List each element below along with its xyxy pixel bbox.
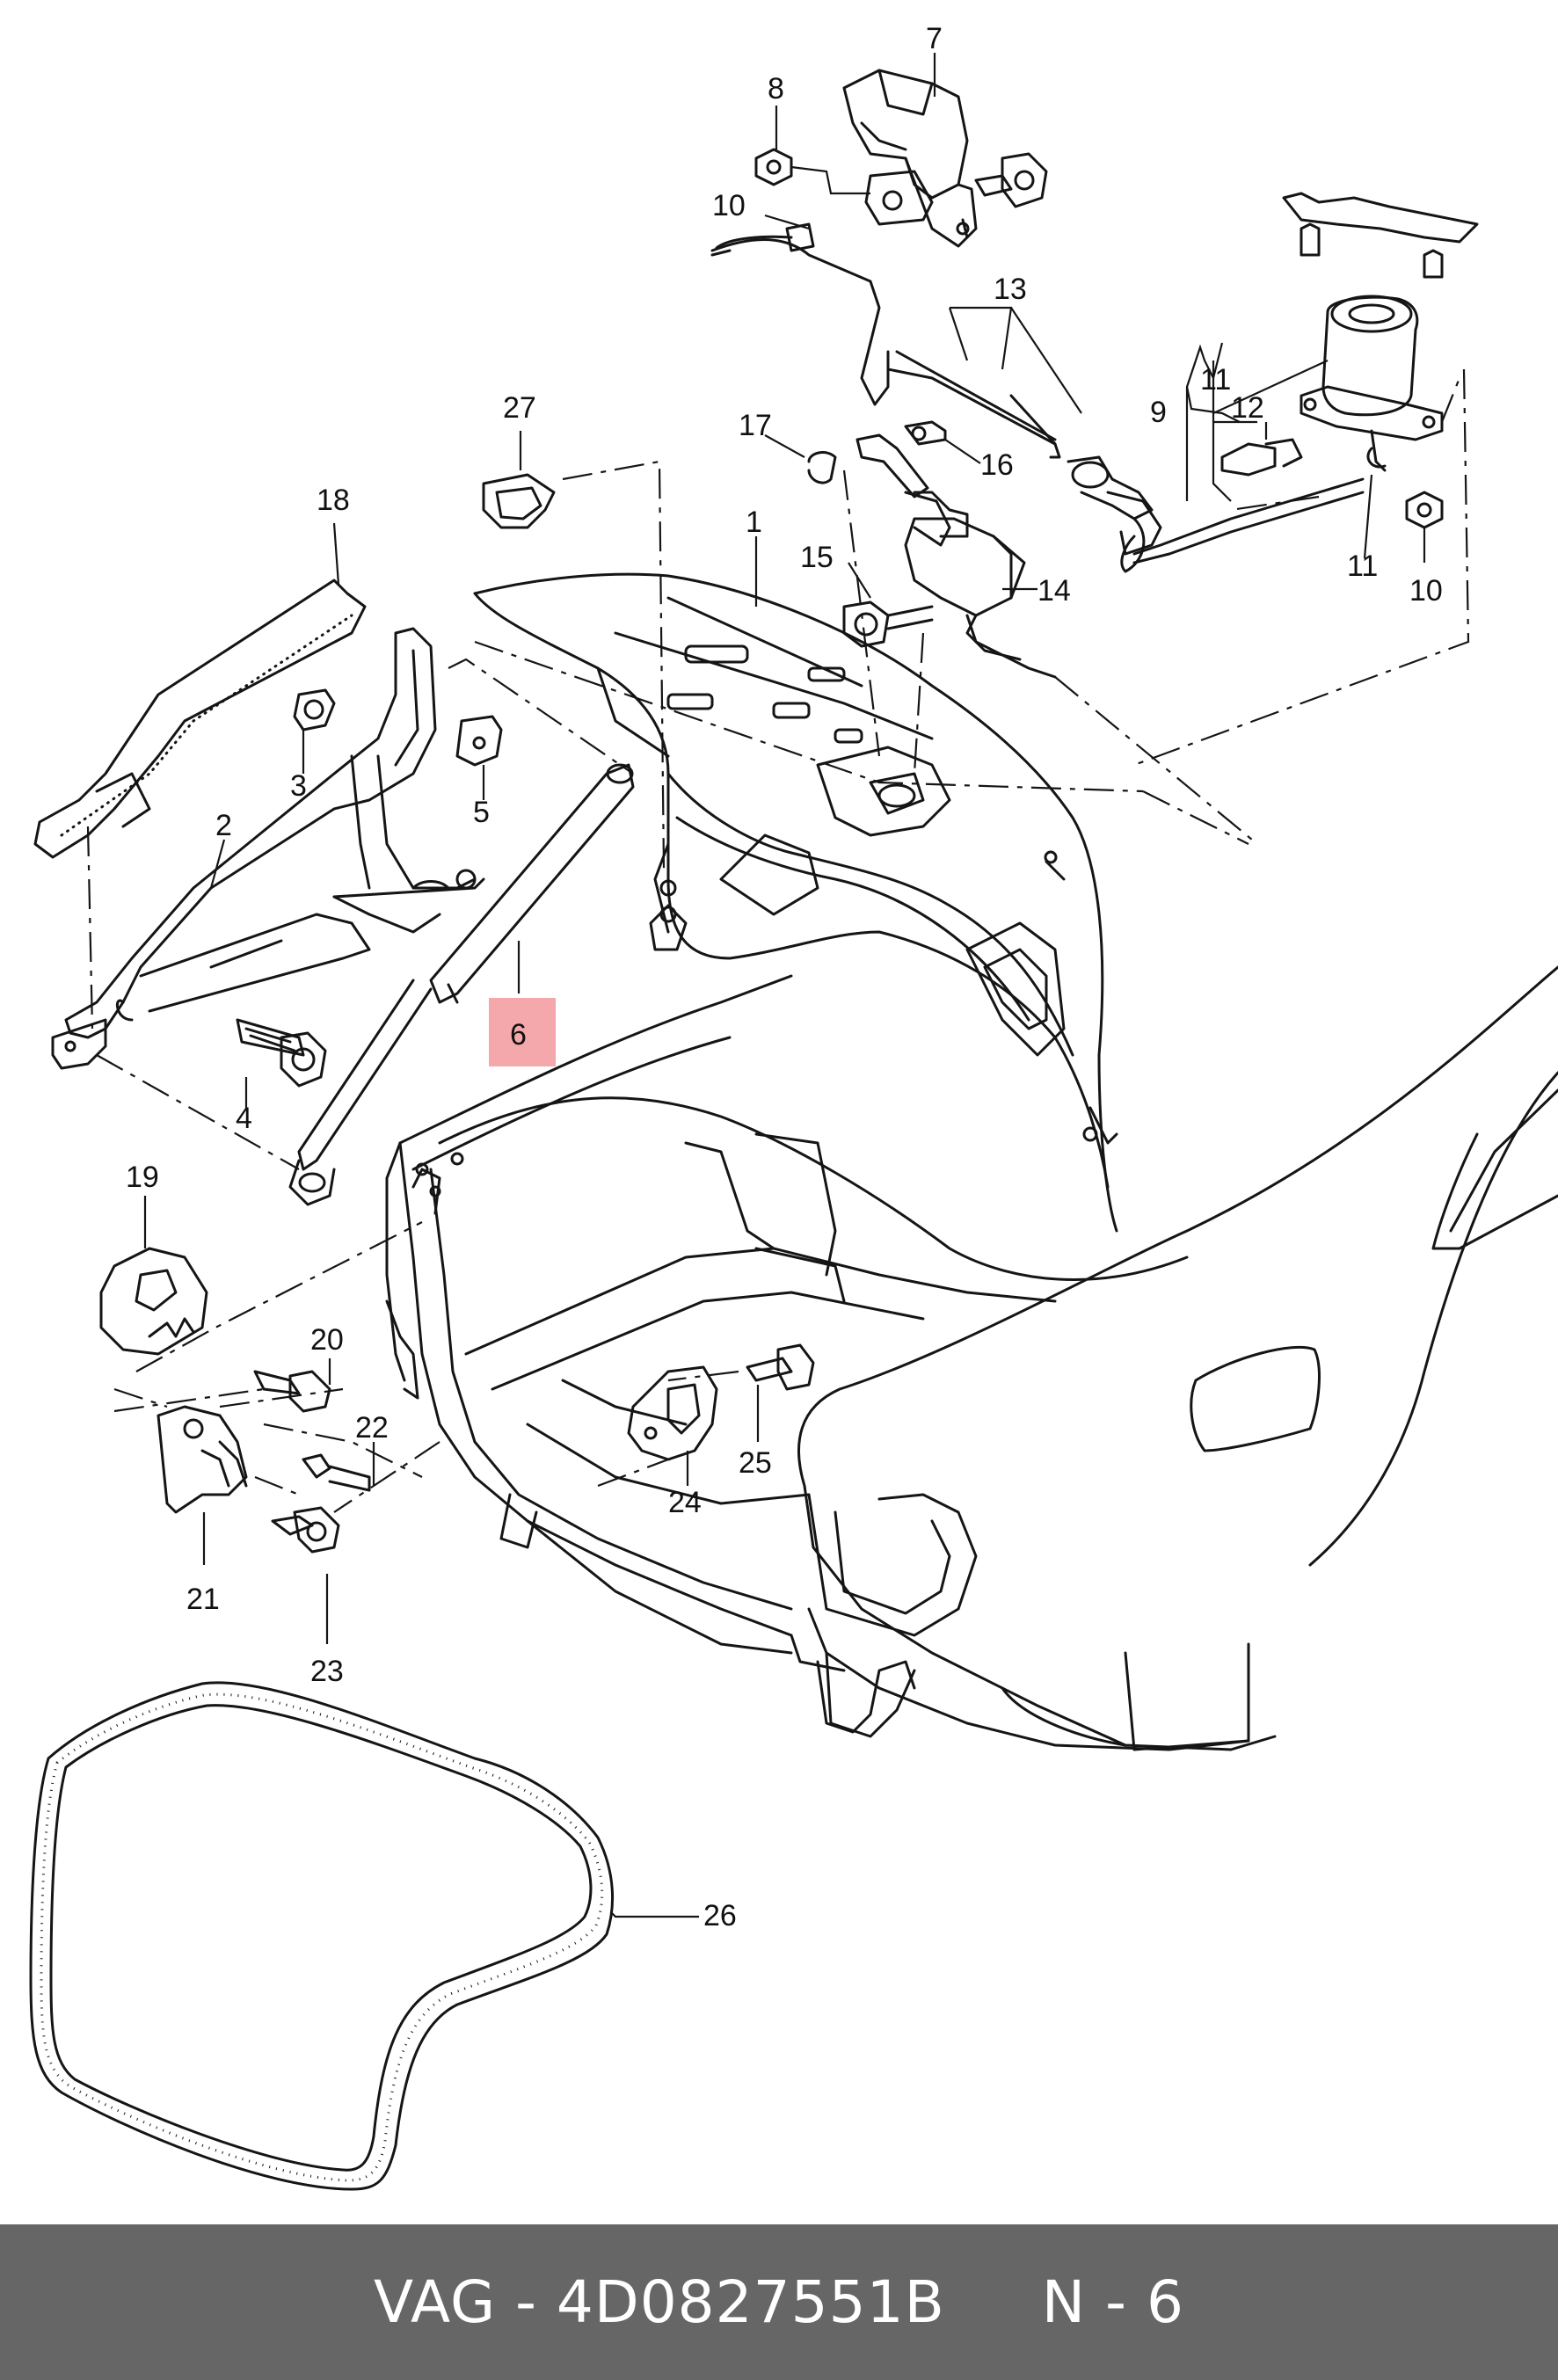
label-19: 19 [126, 1161, 159, 1194]
label-10-left: 10 [712, 189, 746, 222]
label-27: 27 [503, 391, 536, 425]
leader-lines [143, 53, 1426, 1918]
label-25: 25 [739, 1446, 772, 1480]
guide-lines [86, 368, 1470, 1513]
label-2: 2 [215, 809, 232, 842]
part-labels: 1 2 3 4 5 6 7 8 9 10 10 11 11 12 13 14 1… [126, 22, 1443, 1932]
label-1: 1 [746, 506, 762, 539]
lock-assembly [710, 69, 1057, 446]
footer-bar: VAG - 4D0827551B N - 6 [0, 2224, 1558, 2380]
footer-part-number: VAG - 4D0827551B N - 6 [374, 2268, 1184, 2336]
label-11-top: 11 [1200, 363, 1231, 397]
label-21: 21 [186, 1583, 220, 1616]
label-11-bottom: 11 [1347, 550, 1378, 583]
label-18: 18 [317, 484, 350, 517]
car-body [385, 965, 1558, 1751]
actuator-assembly [807, 420, 1057, 679]
label-8: 8 [768, 72, 784, 106]
parts-diagram: 1 2 3 4 5 6 7 8 9 10 10 11 11 12 13 14 1… [29, 22, 1558, 2191]
hinge-assembly [33, 579, 503, 1088]
label-9: 9 [1150, 396, 1167, 429]
highlight-part-6 [489, 998, 556, 1066]
label-16: 16 [980, 448, 1014, 482]
label-15: 15 [800, 541, 834, 574]
label-20: 20 [310, 1323, 344, 1357]
central-lock-assembly [1009, 192, 1479, 573]
label-17: 17 [739, 409, 772, 442]
label-26: 26 [703, 1899, 737, 1932]
gas-strut [288, 763, 635, 1206]
trunk-lid [473, 572, 1118, 1233]
label-13: 13 [994, 273, 1027, 306]
label-10-right: 10 [1409, 574, 1443, 608]
label-7: 7 [926, 22, 943, 55]
trunk-seal [29, 1681, 614, 2191]
label-6: 6 [510, 1018, 527, 1052]
striker-and-buffers [99, 473, 815, 1554]
label-22: 22 [355, 1411, 389, 1445]
label-23: 23 [310, 1655, 344, 1688]
label-3: 3 [290, 769, 307, 803]
label-12: 12 [1231, 391, 1264, 425]
label-14: 14 [1037, 574, 1071, 608]
label-24: 24 [668, 1486, 702, 1519]
label-5: 5 [473, 796, 490, 829]
label-4: 4 [236, 1102, 252, 1135]
